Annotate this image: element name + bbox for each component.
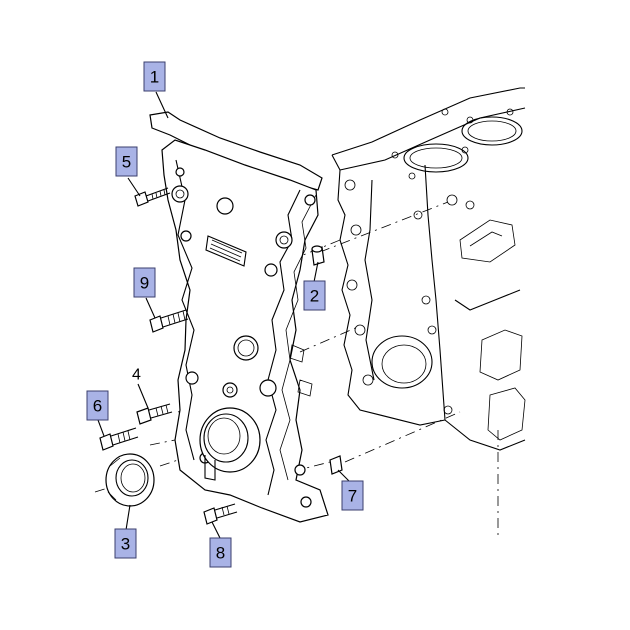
callout-4: 4	[132, 367, 141, 384]
svg-text:1: 1	[150, 68, 159, 87]
bolt-6	[99, 427, 139, 451]
svg-text:3: 3	[121, 535, 130, 554]
svg-text:8: 8	[216, 544, 225, 563]
svg-text:6: 6	[93, 397, 102, 416]
bolt-5	[134, 187, 171, 207]
svg-text:9: 9	[140, 274, 149, 293]
svg-text:4: 4	[132, 367, 141, 384]
svg-text:5: 5	[122, 153, 131, 172]
dowel-pin-2	[311, 245, 325, 266]
pin-7	[329, 455, 343, 475]
engine-block	[331, 87, 526, 540]
callout-2: 2	[303, 280, 326, 311]
timing-cover	[149, 111, 329, 523]
crankshaft-seal-3	[105, 453, 155, 507]
callout-6: 6	[86, 390, 109, 421]
callout-1: 1	[143, 61, 166, 92]
callout-8: 8	[209, 537, 232, 568]
bolt-8	[203, 503, 238, 525]
bolt-9	[149, 309, 189, 333]
svg-text:7: 7	[348, 487, 357, 506]
leader-lines	[97, 91, 351, 539]
callout-5: 5	[115, 146, 138, 177]
callout-3: 3	[114, 528, 137, 559]
callout-9: 9	[133, 267, 156, 298]
svg-text:2: 2	[310, 287, 319, 306]
stud-bolt-4	[136, 403, 173, 425]
callout-7: 7	[341, 480, 364, 511]
